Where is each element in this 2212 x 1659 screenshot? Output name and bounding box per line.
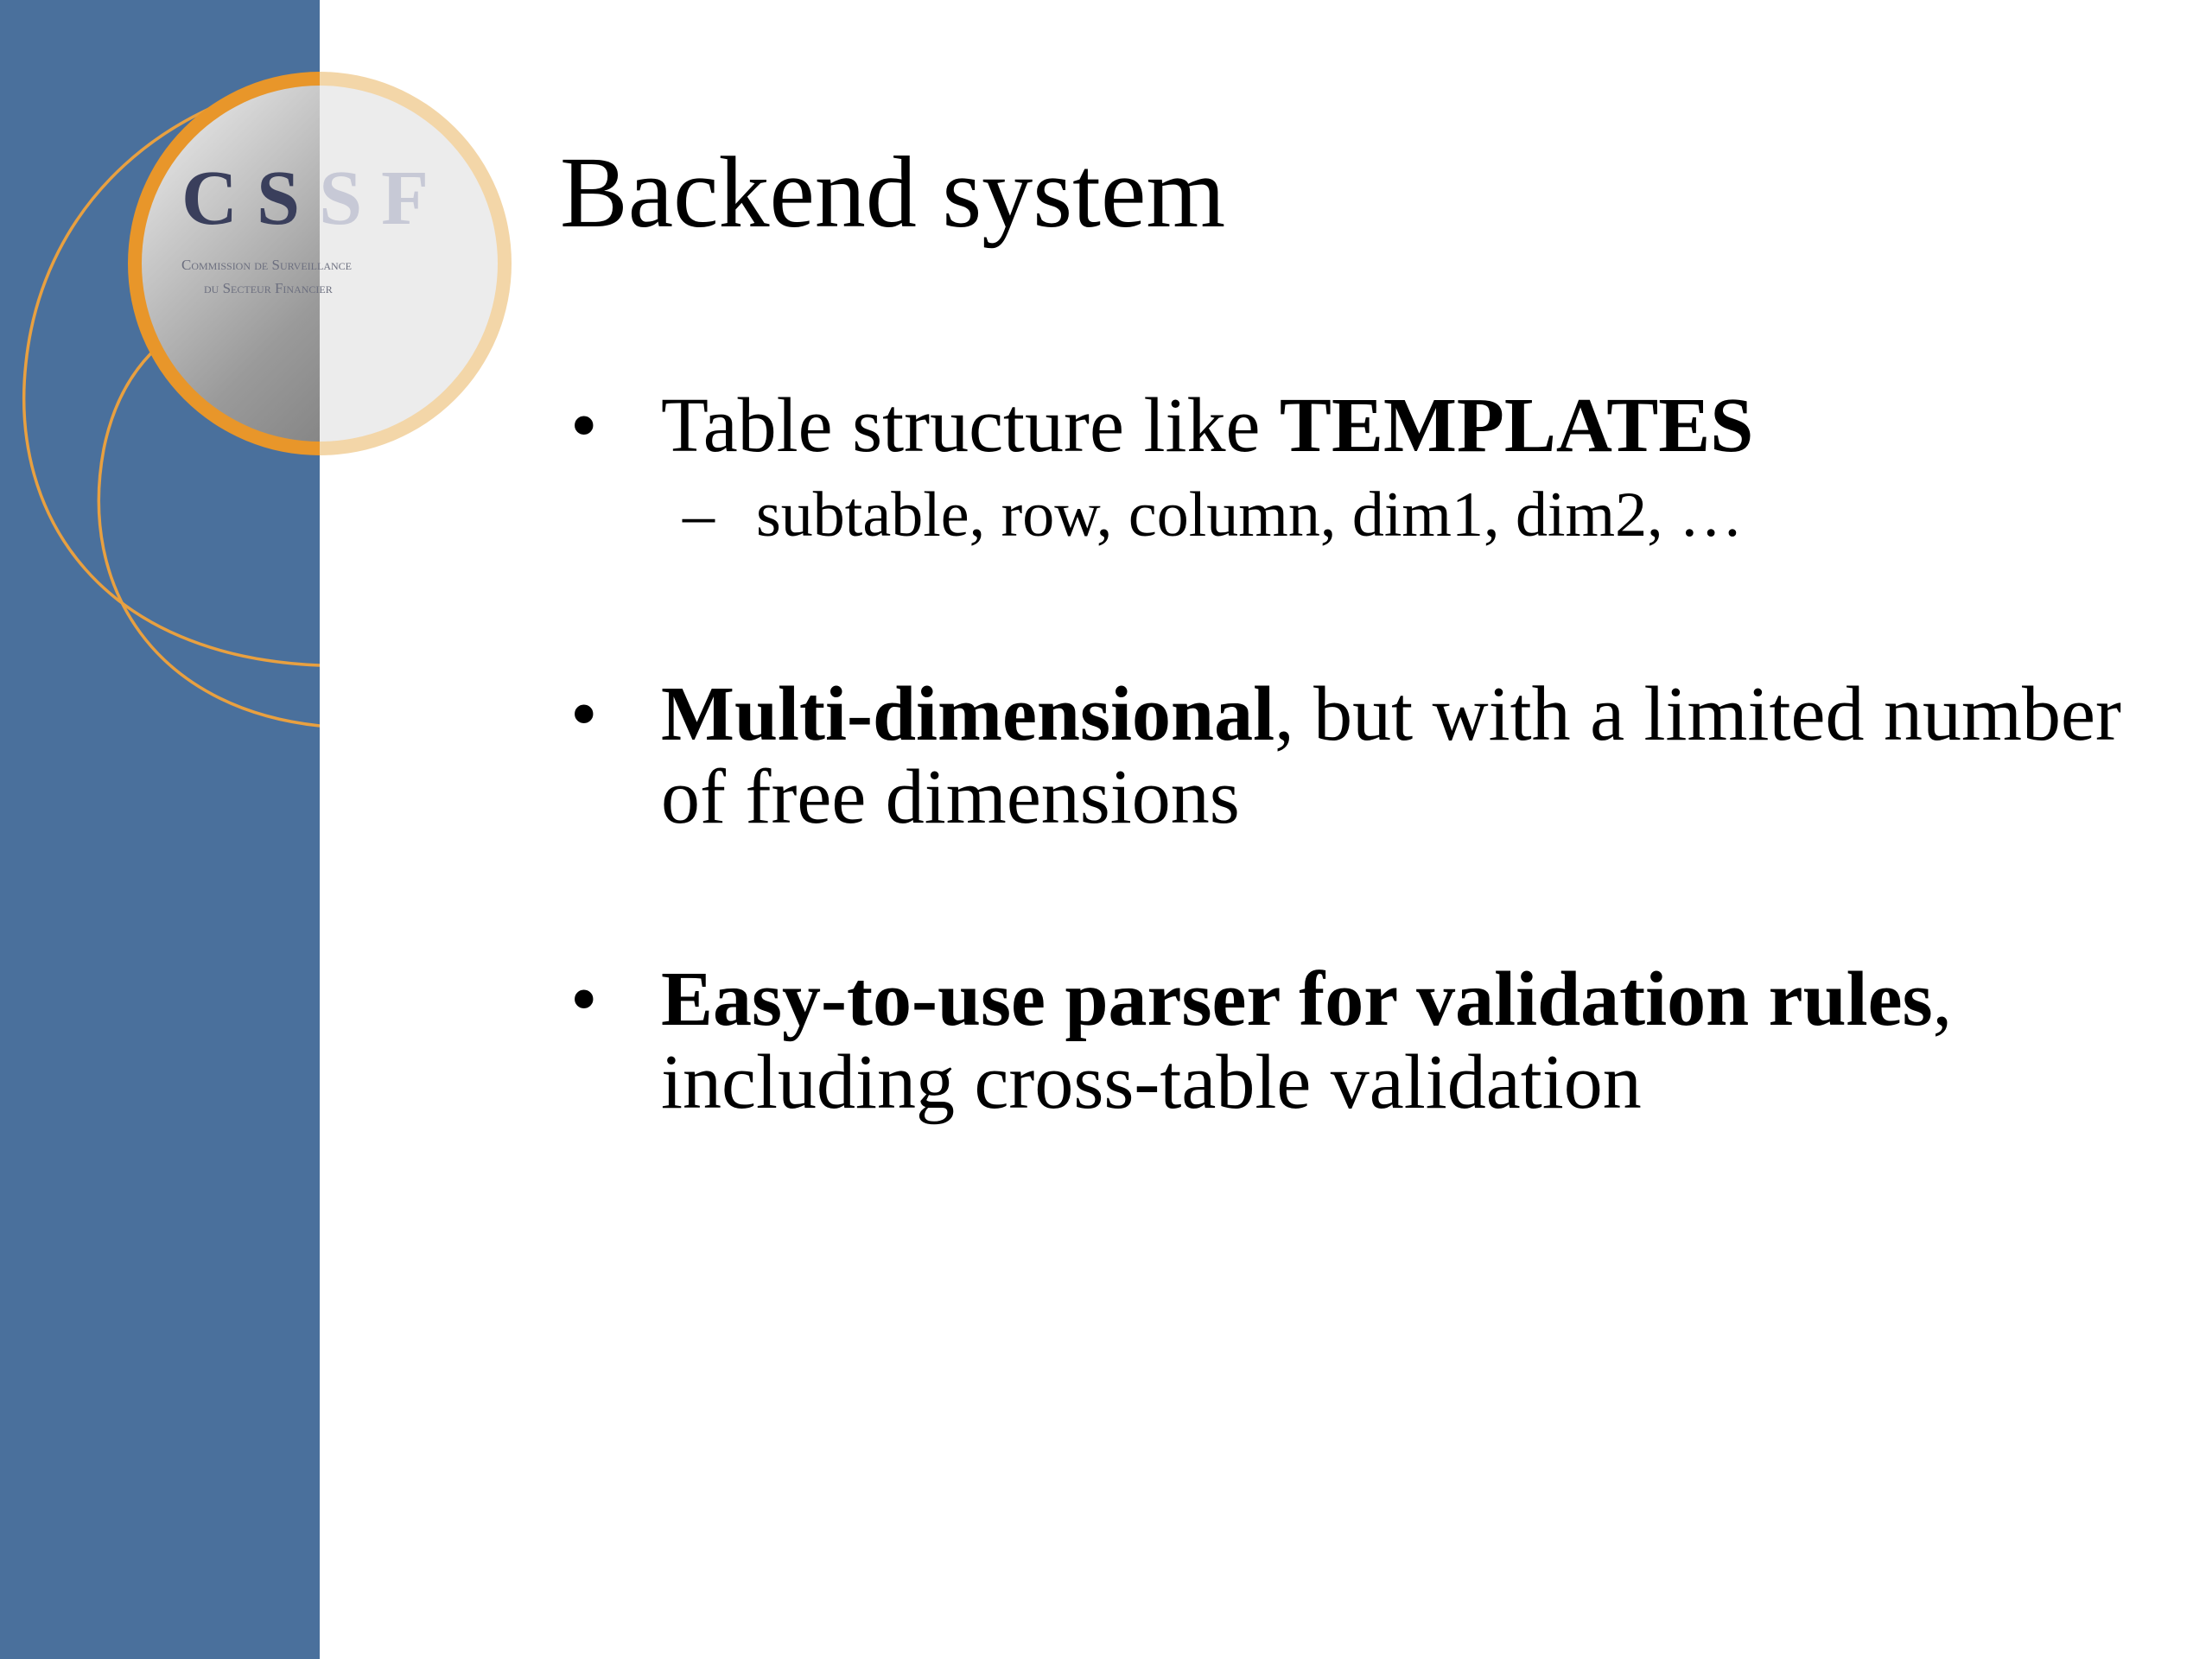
bullet-list: • Table structure like TEMPLATES – subta… [570, 385, 2177, 1124]
sub-bullet-item: – subtable, row, column, dim1, dim2, … [570, 476, 2177, 554]
bullet-item-templates: • Table structure like TEMPLATES [570, 385, 2177, 467]
cssf-logo [22, 72, 512, 728]
bullet-marker: • [570, 383, 598, 468]
logo-letter-f: F [381, 156, 448, 241]
bullet-text: , including cross-table validation [661, 957, 1953, 1125]
bullet-bold-text: TEMPLATES [1279, 383, 1754, 468]
bullet-text: Table structure like [661, 383, 1280, 468]
logo-letter-s1: S [257, 156, 320, 241]
bullet-item-parser: • Easy-to-use parser for validation rule… [570, 958, 2177, 1124]
slide-title: Backend system [560, 136, 1226, 249]
bullet-item-multidimensional: • Multi-dimensional, but with a limited … [570, 673, 2177, 839]
bullet-bold-text: Multi-dimensional [661, 671, 1275, 757]
bullet-bold-text: Easy-to-use parser for validation rules [661, 957, 1933, 1042]
logo-letter-s2: S [319, 156, 382, 241]
bullet-text: , but with a limited number of free dime… [661, 671, 2121, 840]
bullet-marker: • [570, 671, 598, 757]
logo-wordmark: CSSF Commission de Surveillance du Secte… [181, 160, 475, 300]
logo-subtitle: Commission de Surveillance du Secteur Fi… [181, 253, 475, 300]
logo-letter-c: C [181, 156, 257, 241]
logo-subtitle-line2: du Secteur Financier [204, 280, 333, 297]
bullet-marker: • [570, 957, 598, 1042]
sub-bullet-text: subtable, row, column, dim1, dim2, … [756, 480, 1744, 550]
logo-letters: CSSF [181, 160, 475, 238]
sub-bullet-marker: – [683, 480, 715, 550]
logo-subtitle-line1: Commission de Surveillance [181, 257, 352, 273]
